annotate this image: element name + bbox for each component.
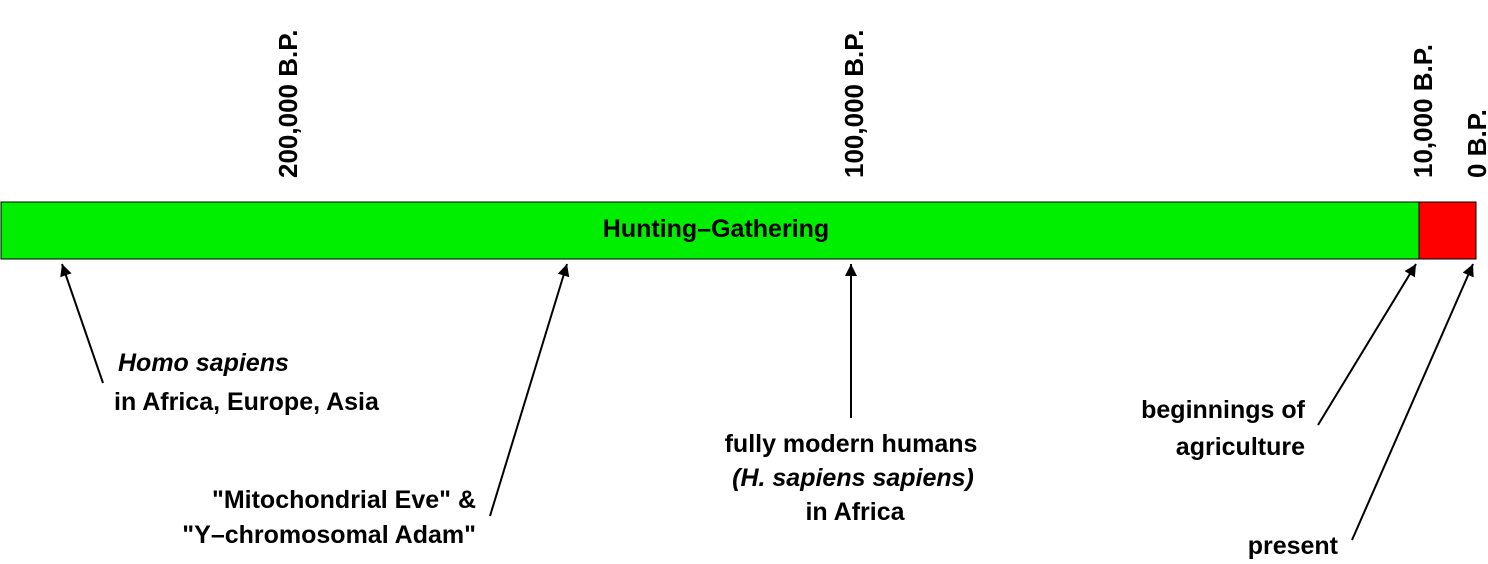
tick-label-0: 0 B.P. xyxy=(1462,109,1488,178)
hunting-gathering-label: Hunting–Gathering xyxy=(603,215,829,243)
event-homo-sapiens: Homo sapiens in Africa, Europe, Asia xyxy=(114,349,380,416)
event-present: present xyxy=(1248,532,1339,560)
adam-line: "Y–chromosomal Adam" xyxy=(182,521,476,549)
homo-sapiens-title: Homo sapiens xyxy=(118,349,289,377)
homo-sapiens-detail: in Africa, Europe, Asia xyxy=(114,388,380,416)
event-modern-humans: fully modern humans (H. sapiens sapiens)… xyxy=(725,430,978,526)
present-label: present xyxy=(1248,532,1339,560)
event-eve-adam: "Mitochondrial Eve" & "Y–chromosomal Ada… xyxy=(182,486,476,549)
tick-label-10000: 10,000 B.P. xyxy=(1408,44,1438,178)
arrow-eve-adam xyxy=(489,263,570,517)
hunting-gathering-bar xyxy=(0,201,1420,260)
arrow-homo-sapiens xyxy=(60,263,104,384)
arrow-present xyxy=(1351,263,1474,541)
modern-humans-line3: in Africa xyxy=(805,498,905,526)
agriculture-line1: beginnings of xyxy=(1141,396,1306,424)
tick-label-200000: 200,000 B.P. xyxy=(273,30,303,178)
arrow-agriculture xyxy=(1317,263,1417,426)
agriculture-line2: agriculture xyxy=(1176,433,1305,461)
eve-line: "Mitochondrial Eve" & xyxy=(212,486,476,514)
modern-humans-line2: (H. sapiens sapiens) xyxy=(732,464,974,492)
event-agriculture: beginnings of agriculture xyxy=(1141,396,1306,461)
tick-label-100000: 100,000 B.P. xyxy=(839,30,869,178)
agriculture-bar xyxy=(1418,201,1477,260)
modern-humans-line1: fully modern humans xyxy=(725,430,978,458)
